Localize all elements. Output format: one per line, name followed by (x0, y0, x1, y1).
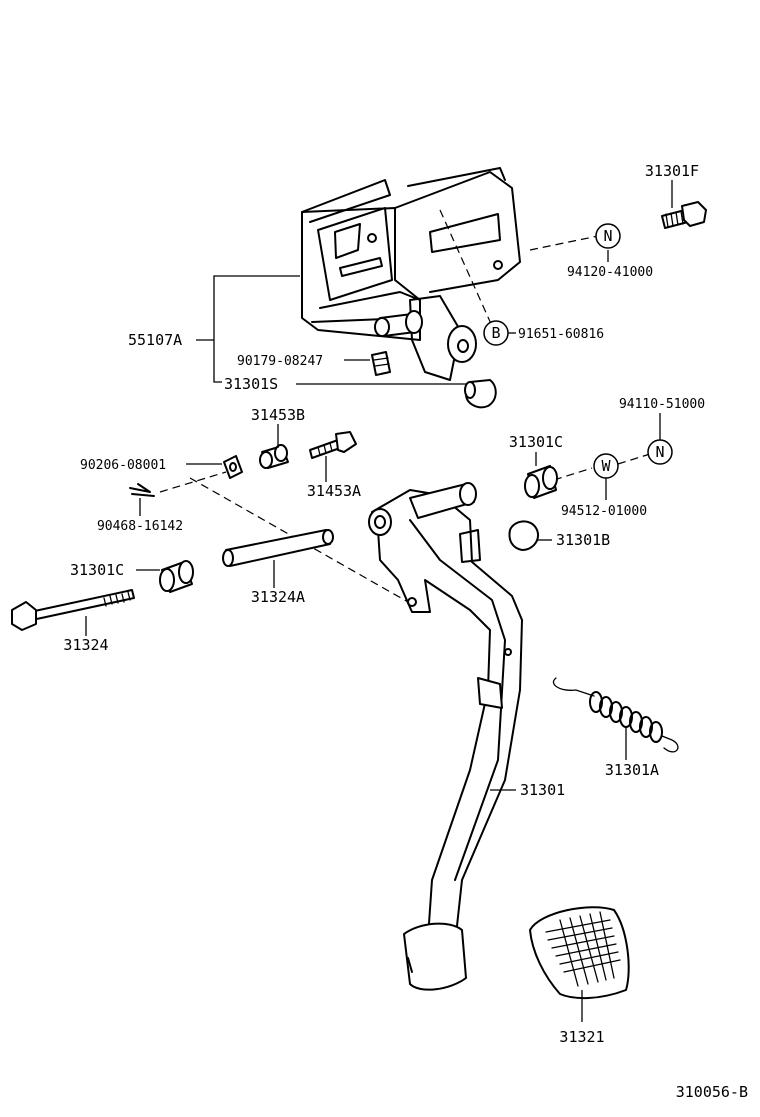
marker-B: B (483, 320, 509, 346)
label-31324: 31324 (63, 636, 108, 654)
pedal-bracket-drawing (301, 167, 521, 409)
assembly-guide-lines (159, 209, 651, 603)
label-31453B: 31453B (251, 406, 305, 424)
label-94110-51000: 94110-51000 (619, 397, 705, 412)
label-31301C-left: 31301C (70, 561, 124, 579)
label-31301B: 31301B (556, 531, 610, 549)
marker-N-right: N (647, 439, 673, 465)
label-90206-08001: 90206-08001 (80, 458, 166, 473)
figure-code: 310056-B (676, 1083, 748, 1101)
label-31301C-right: 31301C (509, 433, 563, 451)
label-94512-01000: 94512-01000 (561, 504, 647, 519)
svg-text:N: N (603, 227, 612, 245)
svg-text:B: B (491, 324, 500, 342)
label-leader-lines (85, 180, 673, 1022)
return-spring-drawing (552, 677, 679, 753)
marker-W: W (593, 453, 619, 479)
label-91651-60816: 91651-60816 (518, 327, 604, 342)
label-94120-41000: 94120-41000 (567, 265, 653, 280)
label-31324A: 31324A (251, 588, 305, 606)
label-90179-08247: 90179-08247 (237, 354, 323, 369)
label-31453A: 31453A (307, 482, 361, 500)
label-55107A: 55107A (128, 331, 182, 349)
label-31301S: 31301S (224, 375, 278, 393)
marker-N-top: N (595, 223, 621, 249)
svg-text:W: W (601, 457, 611, 475)
shaft-and-bolt-drawing (11, 529, 334, 631)
label-31301F: 31301F (645, 162, 699, 180)
pedal-pad-drawing (529, 906, 630, 1000)
bolt-31301F-drawing (661, 201, 707, 229)
bushings-drawing (159, 465, 558, 593)
svg-text:N: N (655, 443, 664, 461)
part-labels: 31301F 94120-41000 91651-60816 55107A 90… (63, 162, 748, 1101)
pedal-arm-drawing (368, 482, 523, 991)
label-31321: 31321 (559, 1028, 604, 1046)
label-31301A: 31301A (605, 761, 659, 779)
label-90468-16142: 90468-16142 (97, 519, 183, 534)
small-hardware-drawing (129, 431, 357, 497)
label-31301: 31301 (520, 781, 565, 799)
